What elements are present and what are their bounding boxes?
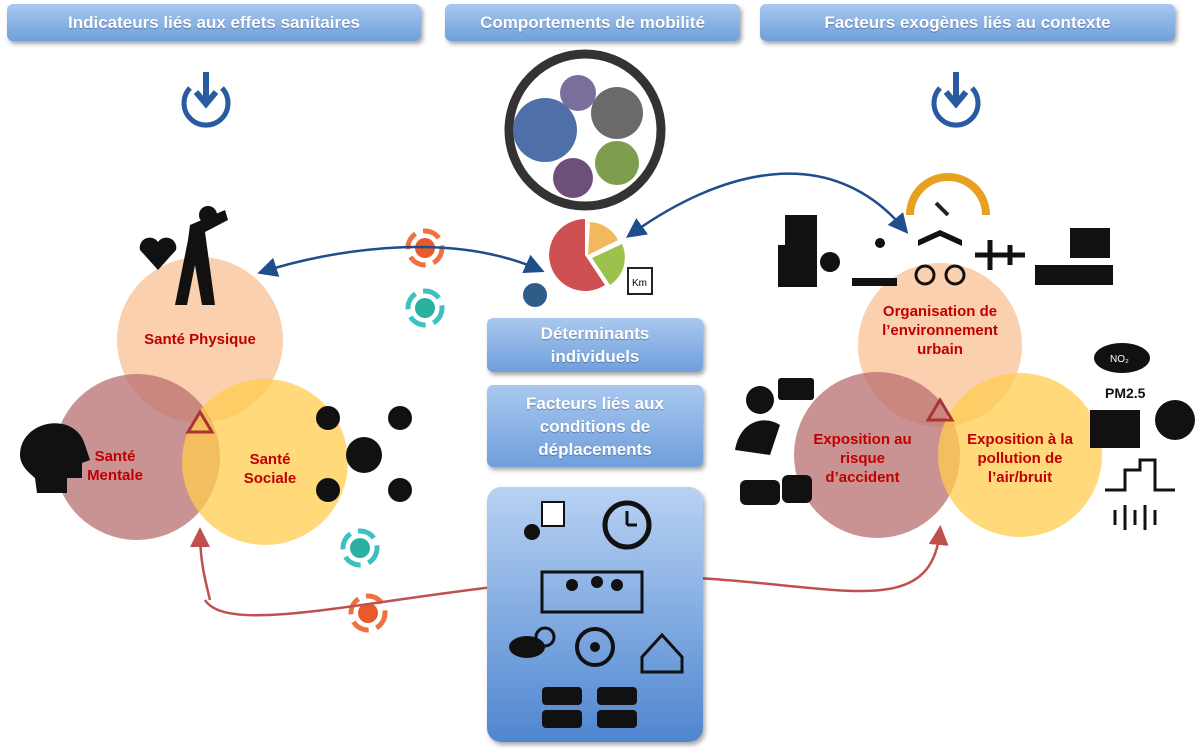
bus-icon (560, 75, 596, 111)
mental-head-icon (20, 423, 90, 493)
label-accident-risk: Exposition au risque d’accident (813, 431, 912, 486)
factory-smoke-icon (1090, 410, 1140, 448)
transport-network-icon (975, 240, 1025, 270)
box-travel-conditions: Facteurs liés aux conditions de déplacem… (487, 385, 703, 467)
telework-house-icon (640, 632, 684, 674)
label-pollution-exposure: Exposition à la pollution de l’air/bruit (967, 431, 1073, 486)
header-mobility-behaviours: Comportements de mobilité (445, 4, 740, 41)
recycle-icon (185, 409, 215, 434)
heartbeat-icon (139, 237, 177, 270)
clock-time-icon (602, 500, 652, 550)
km-text: Km (632, 278, 647, 289)
rural-field-icon (1035, 228, 1113, 285)
no2-text: NO₂ (1110, 354, 1129, 365)
pedestrian-crossing-icon (852, 238, 897, 286)
health-venn (54, 257, 348, 545)
bidirectional-arrow-mobility-context (625, 172, 909, 238)
distance-map-icon (524, 501, 565, 540)
buildings-icon (778, 215, 840, 287)
cyclist-icon (914, 230, 966, 286)
circle-pollution (938, 373, 1102, 537)
exercise-person-icon (175, 206, 228, 305)
km-icon (627, 267, 653, 295)
label-urban-environment: Organisation de l’environnement urbain (882, 303, 998, 358)
biohazard-icon (575, 627, 615, 667)
injured-person-icon (735, 386, 780, 455)
train-icon (553, 158, 593, 198)
header-health-indicators: Indicateurs liés aux effets sanitaires (7, 4, 421, 41)
crowded-transport-icon (540, 570, 644, 614)
no2-cloud-icon (1094, 343, 1150, 373)
stopwatch-icon (523, 283, 547, 307)
traffic-jam-icon (542, 687, 637, 728)
label-social-health: Santé Sociale (243, 451, 297, 487)
header-exogenous-factors: Facteurs exogènes liés au contexte (760, 4, 1175, 41)
mobility-modes-icon (504, 49, 666, 211)
down-arrow-icon-right (931, 72, 981, 128)
car-icon (591, 87, 643, 139)
air-quality-gauge-icon (906, 173, 990, 217)
box-individual-determinants: Déterminants individuels (487, 318, 703, 372)
pie-icon: Km (523, 219, 653, 307)
pm25-text: PM2.5 (1105, 385, 1146, 401)
bike-icon (595, 141, 639, 185)
context-venn (794, 263, 1102, 538)
circle-social-health (182, 379, 348, 545)
bidirectional-arrow-health-mobility (257, 245, 545, 277)
travel-conditions-panel (487, 487, 703, 742)
circle-mental-health (54, 374, 220, 540)
recycle-icon (925, 397, 955, 422)
weather-icon (509, 626, 556, 658)
circle-accident (794, 372, 960, 538)
down-arrow-icon-left (181, 72, 231, 128)
car-crash-icon (740, 475, 812, 505)
label-physical-health: Santé Physique (144, 331, 256, 348)
social-network-icon (316, 406, 412, 502)
mask-face-icon (1155, 400, 1195, 440)
arrow-exposure-to-health (190, 527, 212, 601)
label-mental-health: Santé Mentale (87, 448, 143, 484)
noise-sound-icon (1105, 458, 1175, 530)
ambulance-icon (778, 378, 814, 400)
walk-icon (513, 98, 577, 162)
